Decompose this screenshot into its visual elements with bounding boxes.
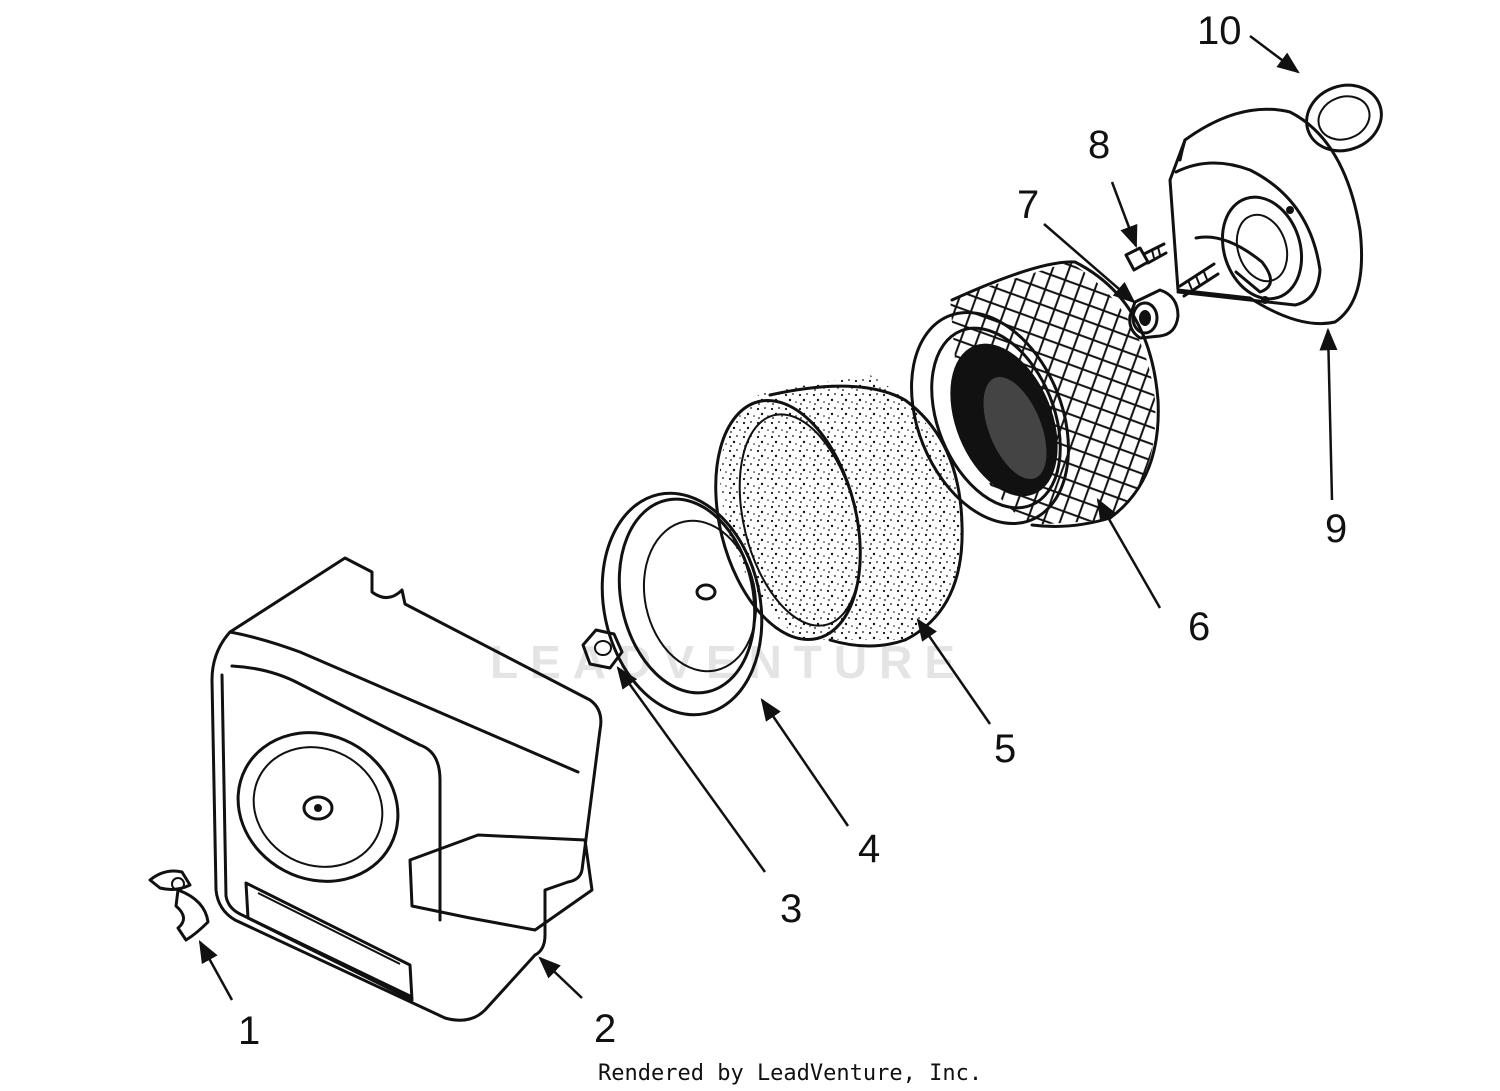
leader-10 (1249, 35, 1300, 74)
callout-4: 4 (858, 827, 880, 871)
leader-5 (916, 618, 992, 725)
callout-10: 10 (1197, 9, 1242, 53)
leader-3 (616, 666, 767, 873)
leader-4 (760, 698, 850, 827)
leader-2 (538, 956, 583, 999)
callout-8: 8 (1088, 123, 1110, 167)
callout-3: 3 (780, 887, 802, 931)
leader-7 (1043, 223, 1136, 304)
part-9-base-plate (1168, 107, 1364, 326)
callout-labels: 1 2 3 4 5 6 7 8 9 10 (238, 9, 1347, 1053)
leader-9 (1319, 327, 1338, 501)
part-5-foam-precleaner (714, 375, 964, 648)
credit-text: Rendered by LeadVenture, Inc. (598, 1061, 982, 1086)
callout-2: 2 (594, 1007, 616, 1051)
part-10-gasket (1305, 83, 1383, 153)
part-1-wing-nut (148, 869, 210, 942)
leader-6 (1096, 498, 1162, 609)
part-3-nut (581, 628, 624, 670)
leader-1 (198, 940, 234, 1001)
callout-1: 1 (238, 1009, 260, 1053)
callout-9: 9 (1325, 507, 1347, 551)
part-6-filter-element (910, 260, 1160, 528)
part-8-screw (1124, 242, 1168, 272)
leader-8 (1110, 181, 1138, 249)
callout-7: 7 (1017, 183, 1039, 227)
part-2-air-cleaner-cover (210, 556, 603, 1022)
part-7-spacer (1128, 288, 1180, 340)
callout-5: 5 (994, 727, 1016, 771)
callout-6: 6 (1188, 605, 1210, 649)
leader-arrows (198, 35, 1338, 1001)
